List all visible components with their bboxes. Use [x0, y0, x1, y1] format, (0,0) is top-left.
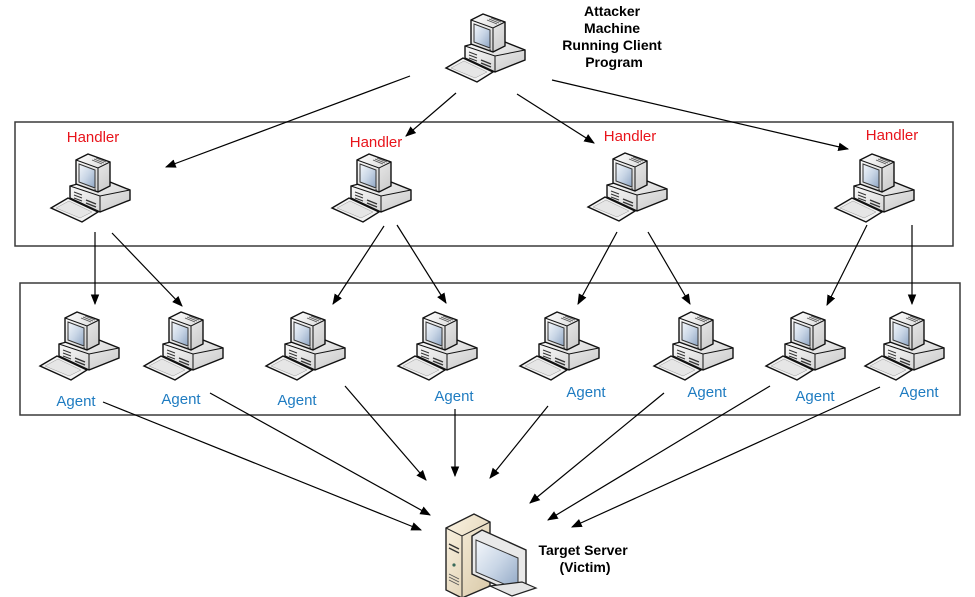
desktop-computer-icon — [39, 311, 120, 381]
desktop-computer-icon — [587, 152, 668, 222]
server-computer-icon — [445, 513, 538, 597]
edge-attacker-handler-2 — [405, 92, 457, 137]
agent-label: Agent — [161, 391, 201, 408]
handler-label: Handler — [67, 129, 120, 146]
handler-label: Handler — [604, 128, 657, 145]
edge-attacker-handler-4 — [551, 79, 850, 152]
desktop-computer-icon — [50, 153, 131, 223]
handler-label: Handler — [350, 134, 403, 151]
agent-label: Agent — [434, 388, 474, 405]
agents-group-box — [19, 282, 961, 416]
agent-label: Agent — [795, 388, 835, 405]
attacker-node: Attacker Machine Running Client Program — [445, 3, 665, 83]
handler-node: Handler — [587, 128, 668, 222]
handler-to-agent-edges — [90, 224, 917, 307]
handler-label: Handler — [866, 127, 919, 144]
edge-agent7-target — [547, 385, 771, 521]
desktop-computer-icon — [519, 311, 600, 381]
agent-node: Agent — [143, 311, 224, 408]
agent-node: Agent — [765, 311, 846, 405]
desktop-computer-icon — [265, 311, 346, 381]
desktop-computer-icon — [445, 13, 526, 83]
handler-node: Handler — [50, 129, 131, 223]
agent-node: Agent — [653, 311, 734, 401]
handler-node: Handler — [331, 134, 412, 223]
desktop-computer-icon — [834, 153, 915, 223]
edge-handler3-agent5 — [577, 231, 618, 305]
agent-node: Agent — [864, 311, 945, 401]
attacker-label: Attacker Machine Running Client Program — [562, 3, 665, 70]
desktop-computer-icon — [653, 311, 734, 381]
target-label: Target Server (Victim) — [538, 542, 631, 575]
edge-handler2-agent3 — [332, 225, 385, 305]
desktop-computer-icon — [397, 311, 478, 381]
agent-label: Agent — [566, 384, 606, 401]
edge-handler1-agent2 — [111, 232, 183, 307]
edge-agent3-target — [344, 385, 427, 481]
agent-node: Agent — [519, 311, 606, 401]
agent-node: Agent — [397, 311, 478, 405]
agent-label: Agent — [277, 392, 317, 409]
edge-agent5-target — [489, 405, 549, 479]
agent-label: Agent — [687, 384, 727, 401]
attacker-to-handler-edges — [164, 75, 850, 168]
edge-handler2-agent4 — [396, 224, 447, 304]
edge-agent8-target — [571, 386, 881, 528]
edge-handler4-agent7 — [826, 224, 868, 306]
agent-label: Agent — [56, 393, 96, 410]
agent-node: Agent — [39, 311, 120, 410]
edge-handler3-agent6 — [647, 231, 691, 305]
edge-agent2-target — [209, 392, 431, 516]
desktop-computer-icon — [143, 311, 224, 381]
edge-attacker-handler-1 — [164, 75, 411, 168]
desktop-computer-icon — [331, 153, 412, 223]
agent-label: Agent — [899, 384, 939, 401]
handler-node: Handler — [834, 127, 919, 223]
desktop-computer-icon — [765, 311, 846, 381]
target-node: Target Server (Victim) — [445, 513, 631, 597]
edge-agent6-target — [529, 392, 665, 504]
desktop-computer-icon — [864, 311, 945, 381]
agent-node: Agent — [265, 311, 346, 409]
agent-to-target-edges — [102, 385, 881, 531]
edge-agent1-target — [102, 401, 423, 531]
edge-attacker-handler-3 — [516, 93, 595, 144]
handlers-group-box — [14, 121, 954, 247]
